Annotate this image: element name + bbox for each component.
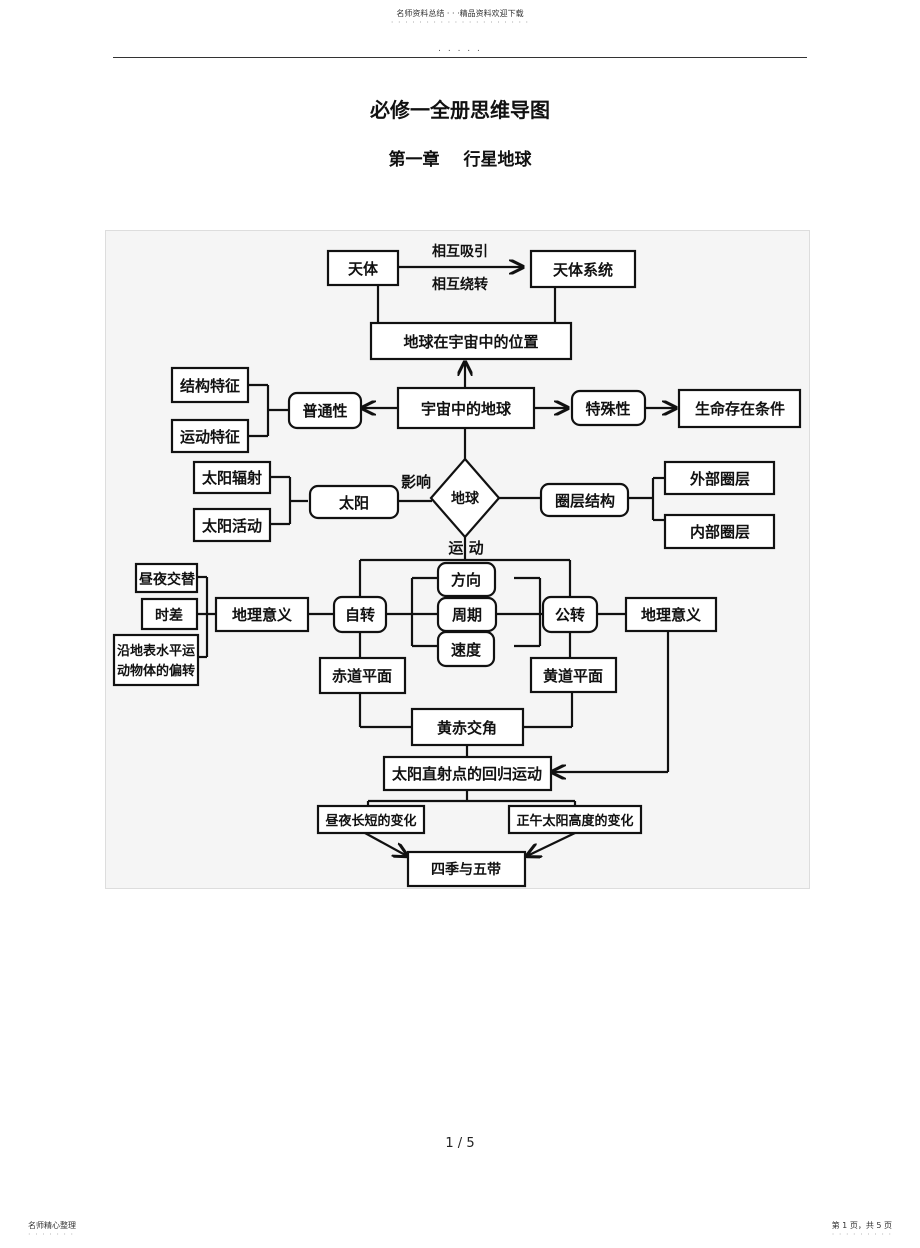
label-siji-wudai: 四季与五带 (431, 861, 501, 878)
label-diqiu: 地球 (451, 490, 480, 507)
label-tianti: 天体 (348, 260, 379, 278)
chapter-subtitle: 第一章 行星地球 (388, 150, 532, 170)
label-huigui-yundong: 太阳直射点的回归运动 (392, 765, 542, 783)
label-taiyang: 太阳 (339, 494, 369, 512)
label-pianzhuan-line1: 沿地表水平运 (117, 643, 195, 659)
label-zhouye-changduan: 昼夜长短的变化 (325, 813, 416, 829)
label-sudu: 速度 (451, 641, 482, 659)
label-chidao-pingmian: 赤道平面 (332, 667, 392, 685)
label-jiegou-tezheng: 结构特征 (180, 377, 240, 395)
node-shapes (112, 249, 802, 888)
label-dili-yiyi-right: 地理意义 (641, 606, 701, 624)
label-teshuxing: 特殊性 (585, 400, 630, 418)
label-quanceng-jiegou: 圈层结构 (555, 492, 615, 510)
page-number: 1 / 5 (445, 1136, 475, 1151)
label-pianzhuan-line2: 动物体的偏转 (117, 663, 195, 679)
footer-page-info: 第 1 页，共 5 页 (831, 1221, 892, 1230)
label-diqiu-weizhi: 地球在宇宙中的位置 (403, 333, 538, 351)
footer-right-dots: · · · · · · · · · (831, 1230, 892, 1239)
label-taiyang-huodong: 太阳活动 (202, 517, 262, 535)
header-source-text: 名师资料总结 · · ·精品资料欢迎下载 (396, 9, 524, 18)
label-putongxing: 普通性 (302, 402, 347, 420)
footer-left-text: 名师精心整理 (28, 1221, 76, 1230)
node-labels: 天体 相互吸引 相互绕转 天体系统 地球在宇宙中的位置 结构特征 运动特征 普通… (117, 243, 785, 878)
header-dots-second: . . . . . (438, 44, 482, 54)
label-huangchi-jiaojiao: 黄赤交角 (437, 719, 497, 737)
label-zhouqi: 周期 (452, 606, 482, 624)
label-neibu-quanceng: 内部圈层 (690, 523, 750, 541)
label-fangxiang: 方向 (451, 571, 481, 589)
label-shengming: 生命存在条件 (695, 400, 785, 418)
label-zizhuan: 自转 (345, 606, 375, 624)
footer-left-dots: · · · · · · · (28, 1230, 75, 1239)
label-yuzhou-diqiu: 宇宙中的地球 (421, 400, 512, 418)
label-zhouye-jiaoti: 昼夜交替 (139, 571, 196, 588)
label-dili-yiyi-left: 地理意义 (232, 606, 292, 624)
label-zhengwu-gaodu: 正午太阳高度的变化 (516, 813, 633, 829)
label-yundong-tezheng: 运动特征 (180, 428, 240, 446)
label-xianghu-xiyin: 相互吸引 (432, 243, 488, 260)
label-waibu-quanceng: 外部圈层 (689, 470, 750, 488)
page-title: 必修一全册思维导图 (370, 98, 550, 122)
label-yundong: 运 动 (448, 539, 483, 557)
label-xianghu-raozhuan: 相互绕转 (432, 276, 488, 293)
label-tianti-xitong: 天体系统 (553, 261, 613, 279)
label-shicha: 时差 (155, 607, 183, 624)
label-huangdao-pingmian: 黄道平面 (543, 667, 603, 685)
header-rule (113, 57, 807, 58)
label-taiyang-fushe: 太阳辐射 (202, 469, 262, 487)
header-dots: · · · · · · · · · · · · · · · · · · · · (390, 18, 530, 27)
label-yingxiang: 影响 (401, 473, 431, 491)
label-gongzhuan: 公转 (555, 606, 585, 624)
connector-lines (197, 267, 676, 856)
